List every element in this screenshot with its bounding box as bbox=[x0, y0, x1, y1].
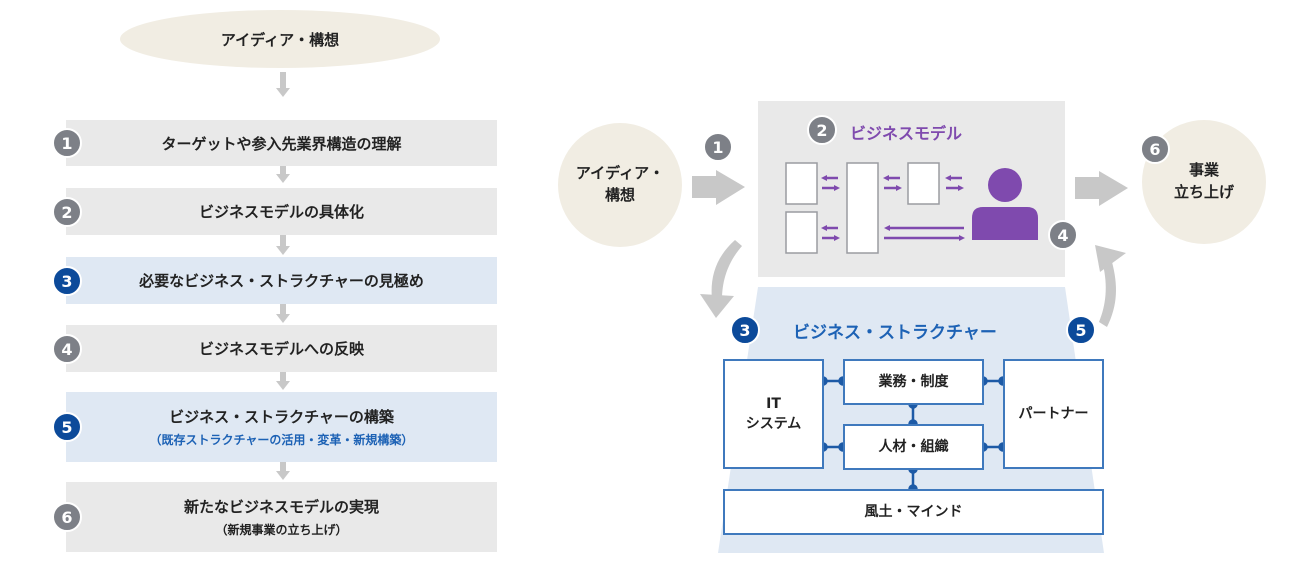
exchange-arrows-icon bbox=[945, 175, 964, 191]
step-title: ターゲットや参入先業界構造の理解 bbox=[161, 134, 402, 153]
badge-number: 1 bbox=[61, 133, 73, 153]
curved-arrow-up-icon bbox=[1095, 245, 1126, 327]
badge-4: 4 bbox=[1048, 220, 1078, 250]
operations-label: 業務・制度 bbox=[878, 373, 949, 390]
step-number-badge: 1 bbox=[52, 128, 82, 158]
badge-number: 1 bbox=[712, 137, 724, 157]
badge-3: 3 bbox=[730, 315, 760, 345]
badge-number: 4 bbox=[61, 339, 73, 359]
culture-label: 風土・マインド bbox=[864, 503, 963, 520]
model-box bbox=[785, 211, 818, 254]
badge-number: 2 bbox=[61, 202, 73, 222]
step-number-badge: 4 bbox=[52, 334, 82, 364]
partner-box: パートナー bbox=[1003, 359, 1104, 469]
flow-step-5: ビジネス・ストラクチャーの構築 （既存ストラクチャーの活用・変革・新規構築） bbox=[66, 392, 497, 462]
launch-label-line2: 立ち上げ bbox=[1173, 183, 1234, 201]
exchange-arrows-icon bbox=[821, 175, 840, 191]
it-system-line2: システム bbox=[745, 416, 802, 432]
step-title: ビジネス・ストラクチャーの構築 bbox=[169, 408, 394, 426]
business-structure-title: ビジネス・ストラクチャー bbox=[793, 323, 997, 343]
flow-step-6: 新たなビジネスモデルの実現 （新規事業の立ち上げ） bbox=[66, 482, 497, 552]
down-arrow-icon bbox=[276, 72, 290, 97]
step-subtitle: （新規事業の立ち上げ） bbox=[215, 523, 348, 537]
step-number-badge: 3 bbox=[52, 266, 82, 296]
idea-start-ellipse: アイディア・構想 bbox=[120, 10, 440, 68]
step-number-badge: 2 bbox=[52, 197, 82, 227]
step-title: 新たなビジネスモデルの実現 bbox=[183, 498, 379, 516]
step-number-badge: 6 bbox=[52, 502, 82, 532]
model-box bbox=[907, 162, 940, 205]
model-box bbox=[846, 162, 879, 254]
exchange-arrows-icon bbox=[883, 175, 902, 191]
step-title: ビジネスモデルの具体化 bbox=[198, 203, 364, 221]
flow-arrows bbox=[276, 72, 290, 480]
step-title: ビジネスモデルへの反映 bbox=[198, 340, 364, 358]
curved-arrow-down-icon bbox=[700, 240, 742, 318]
right-arrow-icon bbox=[692, 170, 745, 205]
exchange-arrows-icon bbox=[821, 225, 840, 241]
badge-number: 2 bbox=[816, 120, 828, 140]
down-arrow-icon bbox=[276, 304, 290, 323]
right-arrow-icon bbox=[1075, 171, 1128, 206]
launch-label-line1: 事業 bbox=[1188, 161, 1219, 180]
it-system-box: IT システム bbox=[723, 359, 824, 469]
flow-step-4: ビジネスモデルへの反映 bbox=[66, 325, 497, 372]
badge-5: 5 bbox=[1066, 315, 1096, 345]
badge-number: 5 bbox=[1075, 320, 1087, 340]
flow-step-2: ビジネスモデルの具体化 bbox=[66, 188, 497, 235]
badge-number: 3 bbox=[61, 271, 73, 291]
idea-label-line1: アイディア・ bbox=[575, 164, 665, 183]
badge-number: 6 bbox=[1149, 139, 1161, 159]
badge-number: 4 bbox=[1057, 225, 1069, 245]
badge-2: 2 bbox=[807, 115, 837, 145]
badge-number: 6 bbox=[61, 507, 73, 527]
partner-label: パートナー bbox=[1018, 405, 1089, 422]
down-arrow-icon bbox=[276, 372, 290, 390]
step-title: 必要なビジネス・ストラクチャーの見極め bbox=[139, 272, 424, 290]
person-icon bbox=[972, 168, 1038, 240]
business-model-title: ビジネスモデル bbox=[850, 124, 963, 143]
badge-6: 6 bbox=[1140, 134, 1170, 164]
talent-label: 人材・組織 bbox=[878, 438, 949, 455]
culture-box: 風土・マインド bbox=[723, 489, 1104, 535]
talent-box: 人材・組織 bbox=[843, 424, 984, 470]
badge-1: 1 bbox=[703, 132, 733, 162]
model-box bbox=[785, 162, 818, 205]
step-subtitle: （既存ストラクチャーの活用・変革・新規構築） bbox=[149, 433, 414, 447]
step-number-badge: 5 bbox=[52, 412, 82, 442]
idea-label-line2: 構想 bbox=[604, 186, 635, 204]
down-arrow-icon bbox=[276, 164, 290, 183]
operations-box: 業務・制度 bbox=[843, 359, 984, 405]
idea-start-label: アイディア・構想 bbox=[220, 30, 340, 49]
badge-number: 3 bbox=[739, 320, 751, 340]
flow-step-3: 必要なビジネス・ストラクチャーの見極め bbox=[66, 257, 497, 304]
badge-number: 5 bbox=[61, 417, 73, 437]
down-arrow-icon bbox=[276, 462, 290, 480]
flow-step-1: ターゲットや参入先業界構造の理解 bbox=[66, 120, 497, 166]
idea-circle: アイディア・ 構想 bbox=[558, 123, 682, 247]
down-arrow-icon bbox=[276, 235, 290, 255]
it-system-line1: IT bbox=[766, 395, 781, 412]
long-exchange-arrows-icon bbox=[884, 225, 965, 241]
